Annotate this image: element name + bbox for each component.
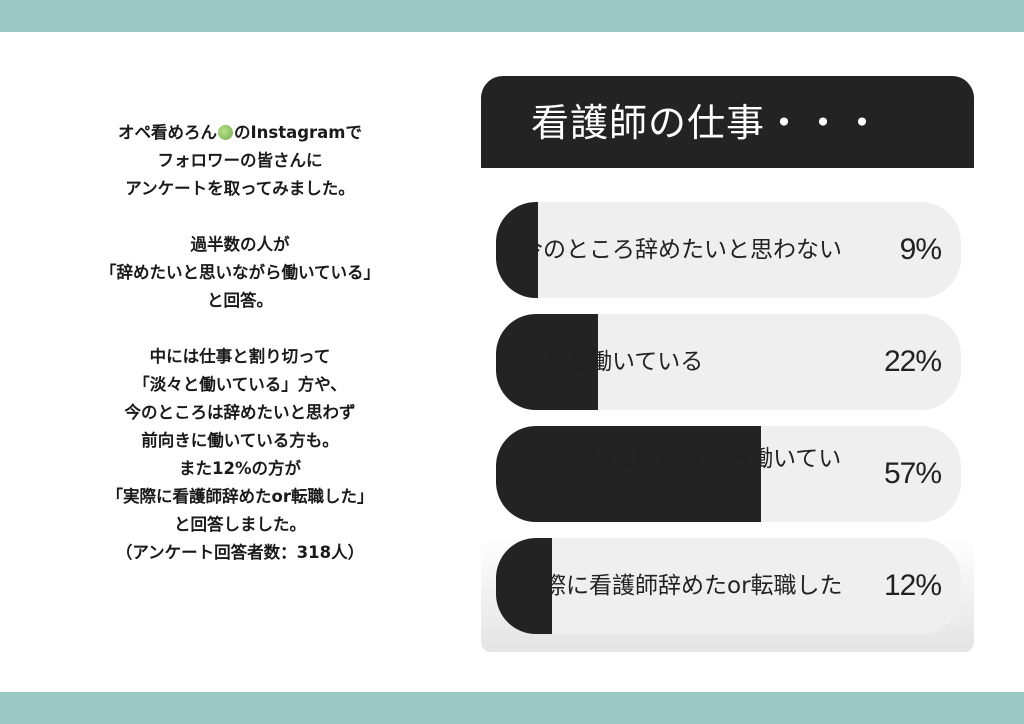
- melon-icon: [217, 125, 233, 140]
- poll-option[interactable]: 淡々と働いている 22%: [496, 314, 961, 410]
- intro-line: 過半数の人が: [190, 235, 290, 254]
- poll-option-label: 辞めたいと思いながら働いている: [520, 446, 842, 502]
- poll-option-percent: 12%: [883, 569, 942, 602]
- poll-fill: [496, 202, 538, 298]
- poll-option-label: 実際に看護師辞めたor転職した: [520, 573, 843, 599]
- intro-text-part: のInstagramで: [233, 123, 362, 142]
- intro-line: と回答しました。: [174, 515, 306, 534]
- intro-line: 「辞めたいと思いながら働いている」: [99, 263, 380, 282]
- poll-option[interactable]: 辞めたいと思いながら働いている 57%: [496, 426, 961, 522]
- poll-option[interactable]: 実際に看護師辞めたor転職した 12%: [496, 538, 961, 634]
- bottom-band: [0, 692, 1024, 724]
- poll-card: 看護師の仕事・・・ 今のところ辞めたいと思わない 9% 淡々と働いている 22%…: [481, 76, 974, 652]
- intro-line: また12%の方が: [179, 459, 301, 478]
- poll-title: 看護師の仕事・・・: [481, 76, 974, 168]
- top-band: [0, 0, 1024, 32]
- poll-option-label: 今のところ辞めたいと思わない: [520, 237, 842, 263]
- poll-option-percent: 57%: [883, 457, 942, 490]
- poll-fill: [496, 426, 762, 522]
- intro-line: （アンケート回答者数：318人）: [115, 543, 365, 562]
- intro-line: と回答。: [207, 291, 273, 310]
- intro-line: オペ看めろんのInstagramで: [40, 119, 440, 147]
- intro-line: 今のところは辞めたいと思わず: [124, 403, 356, 422]
- intro-line: 「実際に看護師辞めたor転職した」: [106, 487, 374, 506]
- intro-text: オペ看めろんのInstagramで フォロワーの皆さんに アンケートを取ってみま…: [40, 119, 440, 567]
- intro-line: フォロワーの皆さんに: [157, 151, 323, 170]
- poll-option-percent: 9%: [899, 233, 942, 266]
- poll-option[interactable]: 今のところ辞めたいと思わない 9%: [496, 202, 961, 298]
- intro-line: アンケートを取ってみました。: [125, 179, 355, 198]
- poll-fill: [496, 314, 599, 410]
- intro-line: 中には仕事と割り切って: [149, 347, 331, 366]
- intro-text-part: オペ看めろん: [117, 123, 217, 142]
- poll-fill: [496, 538, 552, 634]
- intro-line: 前向きに働いている方も。: [141, 431, 339, 450]
- intro-line: 「淡々と働いている」方や、: [133, 375, 347, 394]
- poll-option-label: 淡々と働いている: [520, 349, 704, 375]
- poll-option-percent: 22%: [883, 345, 942, 378]
